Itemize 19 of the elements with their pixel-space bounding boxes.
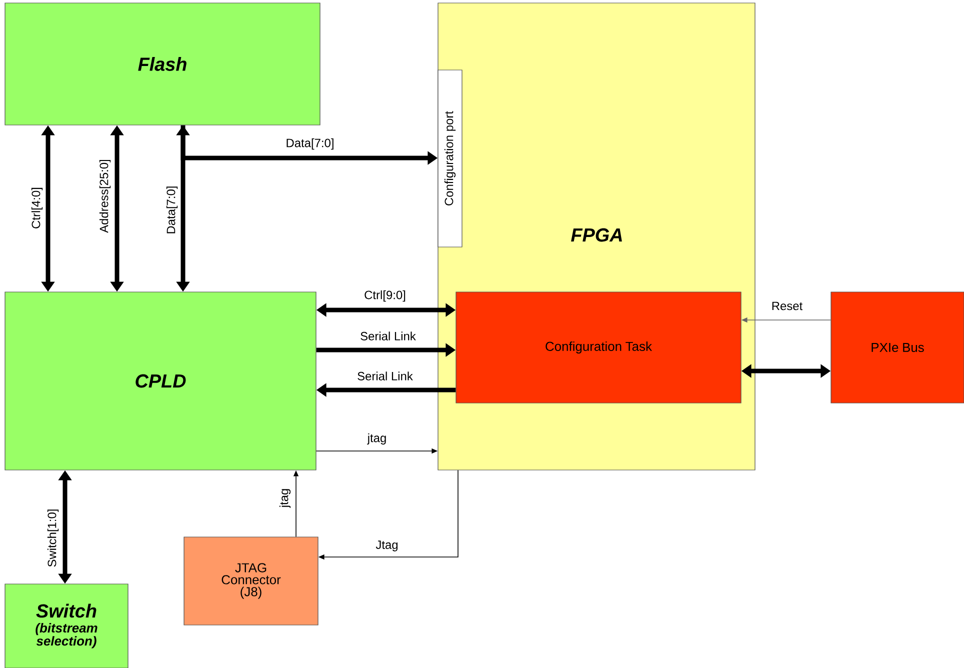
task-box: Configuration Task (456, 292, 742, 404)
connector-box: JTAG Connector (J8) (184, 536, 318, 626)
edge-label: Serial Link (360, 332, 416, 340)
edge-label: Ctrl[4:0] (31, 188, 43, 228)
port-box: Configuration port (438, 70, 462, 248)
flash-box: Flash (4, 2, 320, 126)
edge-label: Address[25:0] (99, 160, 111, 233)
edge-label: Reset (772, 302, 803, 310)
edge-label: Data[7:0] (166, 186, 178, 234)
edge-label: Data[7:0] (286, 138, 334, 150)
edge-label: jtag (367, 433, 386, 445)
switch-box: Switch (bitstream selection) (4, 584, 128, 668)
cpld-box: CPLD (4, 292, 316, 470)
edge-label: Switch[1:0] (47, 510, 59, 567)
edge-label: Jtag (376, 540, 398, 552)
bus-box: PXIe Bus (830, 292, 964, 404)
edge-label: jtag (279, 489, 291, 508)
edge-label: Ctrl[9:0] (364, 290, 406, 302)
edge-label: Serial Link (358, 372, 413, 380)
